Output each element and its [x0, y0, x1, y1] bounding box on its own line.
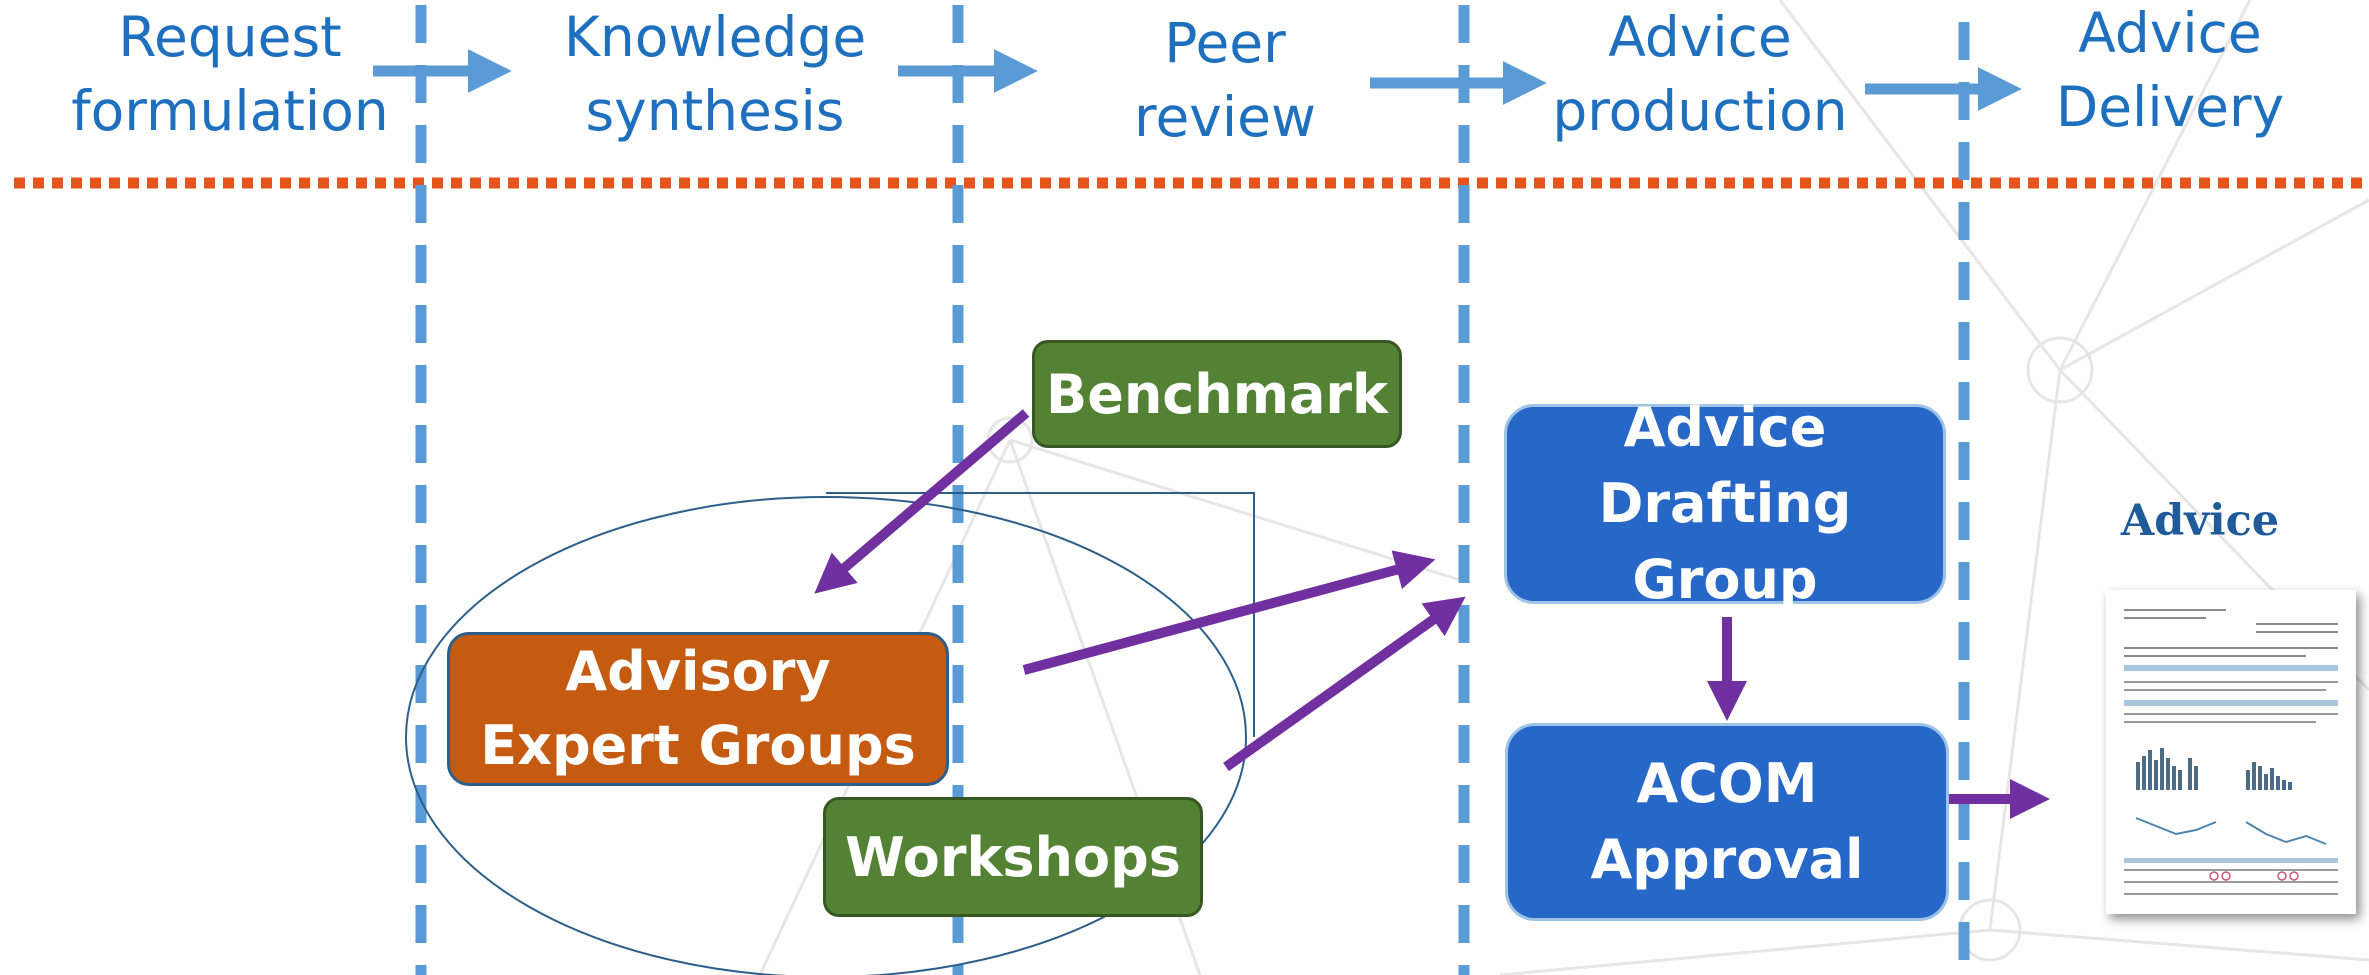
advisory-expert-groups-box: Advisory Expert Groups — [447, 632, 949, 786]
stage-label-delivery: Advice Delivery — [2055, 1, 2285, 139]
stage-label-peer: Peer review — [1134, 11, 1316, 149]
stage-label-synthesis: Knowledge synthesis — [563, 5, 867, 143]
workshops-box: Workshops — [823, 797, 1203, 917]
expert-groups-bracket — [826, 492, 1255, 737]
arrow-workshops-to-drafting — [1223, 596, 1466, 772]
arrow-advisory-to-drafting — [1022, 550, 1436, 675]
advice-drafting-group-box: Advice Drafting Group — [1504, 396, 1946, 611]
acom-approval-box: ACOM Approval — [1505, 723, 1949, 921]
stage-label-production: Advice production — [1552, 5, 1848, 143]
stage-label-request: Request formulation — [71, 5, 389, 143]
advice-document-icon — [2106, 590, 2356, 914]
benchmark-box: Benchmark — [1032, 340, 1402, 448]
arrow-benchmark-to-advisory — [814, 409, 1030, 594]
expert-groups-ellipse — [405, 496, 1247, 975]
advice-document-title: Advice — [2120, 496, 2280, 546]
